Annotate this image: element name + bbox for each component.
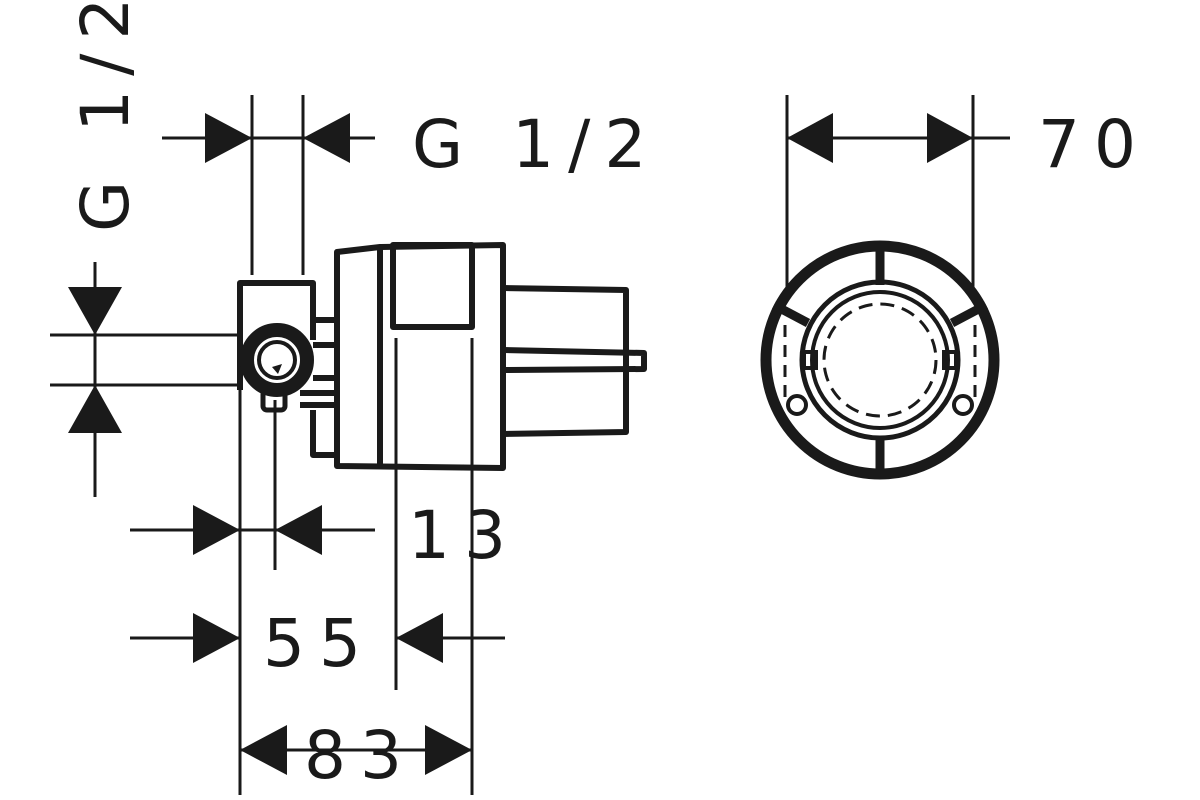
diameter-label: 70 <box>1038 106 1150 183</box>
valve-front-view <box>760 240 1000 480</box>
extension-lines <box>50 95 975 795</box>
side-connection-ring <box>240 323 314 413</box>
depth-55-label: 55 <box>263 605 375 682</box>
dimension-arrows <box>68 113 1010 775</box>
valve-side-view <box>237 242 647 471</box>
side-connection-label: G 1/2 <box>67 0 144 232</box>
top-connection-label: G 1/2 <box>412 106 660 183</box>
depth-83-label: 83 <box>304 717 416 794</box>
offset-13-label: 13 <box>408 497 520 574</box>
